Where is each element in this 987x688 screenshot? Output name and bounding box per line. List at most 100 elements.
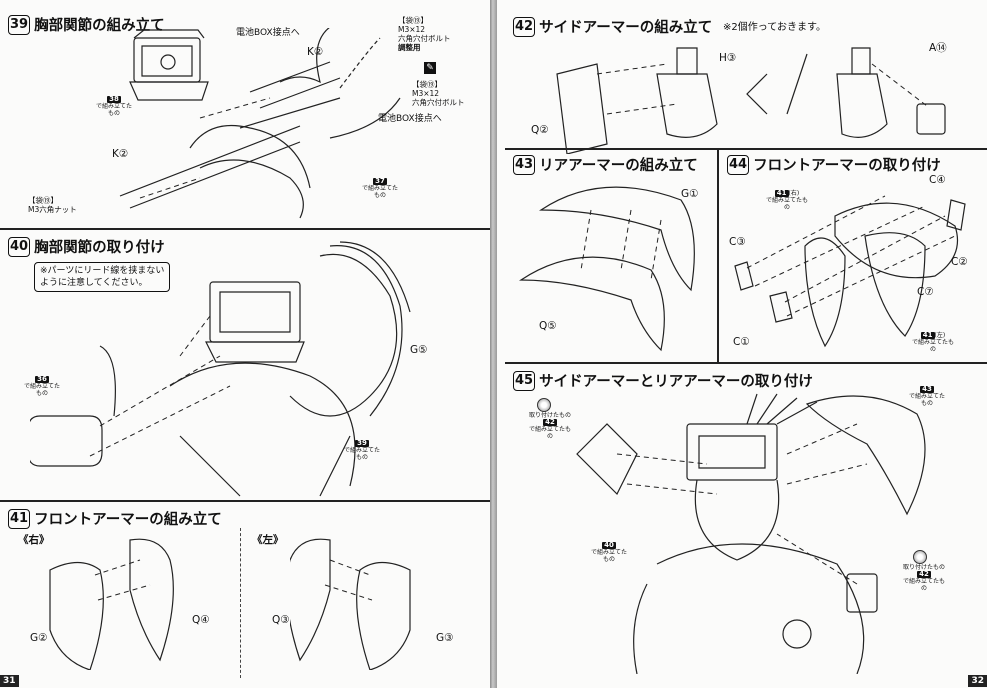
step-41-heading: フロントアーマーの組み立て: [34, 512, 222, 528]
step-43-heading: リアアーマーの組み立て: [539, 158, 698, 174]
ref-37-tag: 37 で組み立てたもの: [362, 177, 399, 200]
part-k2-left: K②: [112, 148, 129, 160]
ref-42-top-text: で組み立てたもの: [528, 426, 571, 440]
step-39-divider: [0, 228, 490, 230]
ref-42-top-pre: 取り付けたもの: [528, 412, 571, 419]
ref-42-top-icon: [537, 398, 551, 412]
ref-42-bottom-pre: 取り付けたもの: [902, 564, 945, 571]
left-page-number: 31: [0, 675, 19, 687]
step-39-title: 39 胸部関節の組み立て: [8, 14, 165, 35]
ref-43-text: で組み立てたもの: [909, 393, 946, 407]
part-g2: G②: [30, 632, 48, 644]
ref-38-tag: 38 で組み立てたもの: [96, 95, 133, 118]
bolt-bag-a-type: 六角穴付ボルト: [398, 34, 451, 43]
nut-bag-label: 【袋⑲】: [28, 196, 58, 205]
ref-42-bottom-number: 42: [917, 570, 931, 578]
armor-final-mount-illustration: [557, 384, 977, 674]
adjust-label: 調整用: [398, 43, 421, 52]
part-c3: C③: [729, 236, 746, 248]
ref-41-left-side: (左): [934, 332, 946, 339]
step-42-title: 42 サイドアーマーの組み立て: [513, 16, 712, 37]
step-42-divider: [505, 148, 987, 150]
step-44-number: 44: [727, 154, 750, 175]
bolt-bag-b-spec: M3×12: [412, 89, 440, 98]
chest-joint-mount-illustration: [30, 236, 460, 498]
front-armor-right-illustration: [40, 530, 230, 670]
step-45-title: 45 サイドアーマーとリアアーマーの取り付け: [513, 370, 813, 391]
side-armor-assembly-illustration: [537, 34, 977, 154]
ref-42-bottom-icon: [913, 550, 927, 564]
part-q2: Q②: [531, 124, 549, 136]
part-c4: C④: [929, 174, 946, 186]
step-43-number: 43: [513, 154, 536, 175]
step-39-number: 39: [8, 14, 31, 35]
right-page-number: 32: [968, 675, 987, 687]
right-side-label: 《右》: [18, 534, 50, 546]
bolt-bag-b-label: 【袋⑲】: [412, 80, 442, 89]
part-k2-top: K②: [307, 46, 324, 58]
step-40-divider: [0, 500, 490, 502]
bolt-bag-a: 【袋⑲】 M3×12 六角穴付ボルト 調整用: [398, 16, 451, 52]
left-right-divider: [240, 528, 242, 678]
ref-41-right-number: 41: [774, 189, 789, 197]
part-g5: G⑤: [410, 344, 428, 356]
part-g1: G①: [681, 188, 699, 200]
nut-bag-spec: M3六角ナット: [28, 205, 77, 214]
right-page: 42 サイドアーマーの組み立て ※2個作っておきます。 H③ A⑭ Q② 43 …: [497, 0, 987, 688]
front-armor-mount-illustration: [725, 176, 985, 356]
step-43-44-vertical-divider: [717, 150, 719, 362]
part-q5: Q⑤: [539, 320, 557, 332]
step-45-heading: サイドアーマーとリアアーマーの取り付け: [539, 374, 813, 390]
ref-43-number: 43: [920, 385, 934, 393]
part-g3: G③: [436, 632, 454, 644]
part-c2: C②: [951, 256, 968, 268]
bolt-bag-b: 【袋⑲】 M3×12 六角穴付ボルト: [412, 80, 465, 107]
ref-42-bottom-text: で組み立てたもの: [902, 578, 945, 592]
step-40-number: 40: [8, 236, 31, 257]
bolt-bag-a-spec: M3×12: [398, 25, 426, 34]
nut-bag: 【袋⑲】 M3六角ナット: [28, 196, 77, 214]
battery-contact-callout-2: 電池BOX接点へ: [378, 114, 442, 124]
ref-38-text: で組み立てたもの: [96, 103, 133, 117]
bolt-bag-a-label: 【袋⑲】: [398, 16, 428, 25]
front-armor-left-illustration: [290, 530, 480, 670]
ref-42-top-number: 42: [543, 418, 557, 426]
ref-41-right-side: (右): [788, 190, 800, 197]
rear-armor-assembly-illustration: [511, 170, 711, 360]
ref-40-number: 40: [602, 541, 616, 549]
ref-43-tag: 43 で組み立てたもの: [909, 385, 946, 408]
ref-41-right-tag: 41(右) で組み立てたもの: [765, 189, 809, 212]
make-two-note: ※2個作っておきます。: [723, 22, 826, 33]
ref-40-tag: 40 で組み立てたもの: [591, 541, 627, 564]
screwdriver-icon: ✎: [424, 62, 436, 74]
step-42-number: 42: [513, 16, 536, 37]
ref-41-left-text: で組み立てたもの: [911, 339, 954, 353]
ref-41-left-number: 41: [920, 331, 935, 339]
ref-39-number: 39: [355, 439, 369, 447]
part-h3: H③: [719, 52, 737, 64]
part-c7: C⑦: [917, 286, 934, 298]
step-41-title: 41 フロントアーマーの組み立て: [8, 508, 222, 529]
ref-37-text: で組み立てたもの: [362, 185, 399, 199]
ref-36-number: 36: [35, 375, 49, 383]
part-a14: A⑭: [929, 42, 947, 54]
ref-42-bottom-tag: 取り付けたもの 42 で組み立てたもの: [901, 564, 947, 592]
ref-37-number: 37: [373, 177, 387, 185]
ref-38-number: 38: [107, 95, 121, 103]
ref-41-right-text: で組み立てたもの: [765, 197, 808, 211]
step-40-heading: 胸部関節の取り付け: [34, 240, 165, 256]
part-q4: Q④: [192, 614, 210, 626]
step-41-number: 41: [8, 508, 31, 529]
ref-42-top-tag: 取り付けたもの 42 で組み立てたもの: [527, 412, 573, 440]
step-44-title: 44 フロントアーマーの取り付け: [727, 154, 941, 175]
step-40-title: 40 胸部関節の取り付け: [8, 236, 165, 257]
ref-36-tag: 36 で組み立てたもの: [24, 375, 61, 398]
part-q3: Q③: [272, 614, 290, 626]
step-45-number: 45: [513, 370, 536, 391]
step-44-heading: フロントアーマーの取り付け: [753, 158, 941, 174]
ref-39-text: で組み立てたもの: [344, 447, 381, 461]
book-gutter: [490, 0, 497, 688]
chest-joint-assembly-illustration: [100, 28, 420, 228]
ref-36-text: で組み立てたもの: [24, 383, 61, 397]
step-42-heading: サイドアーマーの組み立て: [539, 20, 713, 36]
